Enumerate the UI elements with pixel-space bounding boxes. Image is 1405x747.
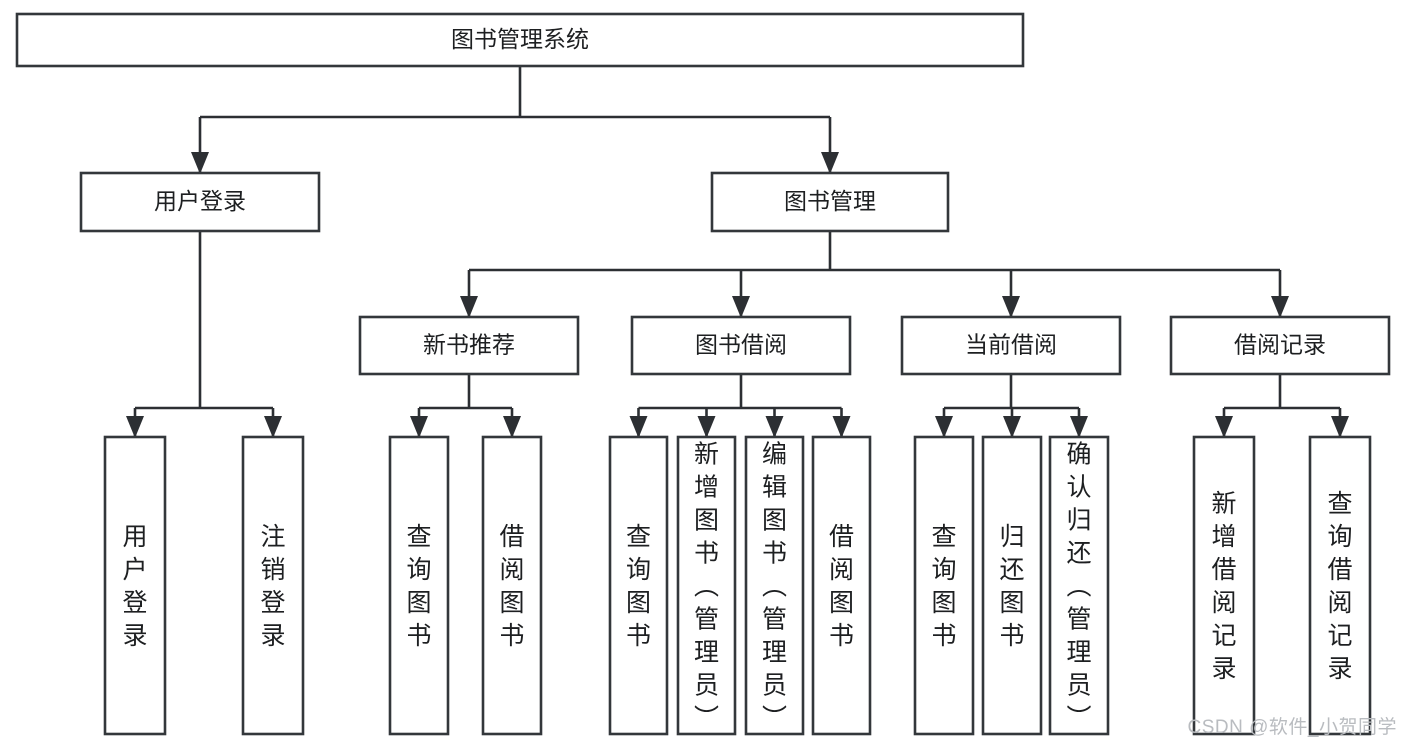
node-leaf-borrow-book-1-label: 借阅图书 — [499, 523, 524, 650]
node-leaf-query-borrow-record[interactable]: 查询借阅记录 — [1308, 435, 1372, 736]
node-book-borrow[interactable]: 图书借阅 — [630, 315, 852, 376]
node-leaf-query-book-3-label: 查询图书 — [931, 523, 956, 650]
node-leaf-add-book-admin-box[interactable] — [676, 435, 737, 736]
node-leaf-query-book-1-box[interactable] — [388, 435, 450, 736]
node-leaf-add-borrow-record[interactable]: 新增借阅记录 — [1192, 435, 1256, 736]
book-manage-to-level3-arrow-3 — [1271, 296, 1289, 318]
current-borrow-to-leaves-arrow-2 — [1070, 416, 1088, 438]
book-borrow-to-leaves-arrow-3 — [832, 416, 851, 438]
node-leaf-confirm-return-admin-label: 确认归还︵管理员︶ — [1066, 441, 1091, 733]
book-manage-to-level3-arrow-2 — [1002, 296, 1020, 318]
node-book-manage-label: 图书管理 — [784, 188, 876, 214]
node-current-borrow-box[interactable] — [900, 315, 1122, 376]
node-leaf-edit-book-admin[interactable]: 编辑图书︵管理员︶ — [744, 435, 805, 736]
node-current-borrow-label: 当前借阅 — [965, 332, 1057, 358]
node-leaf-add-borrow-record-box[interactable] — [1192, 435, 1256, 736]
node-leaf-query-book-2-box[interactable] — [608, 435, 669, 736]
node-leaf-add-borrow-record-label: 新增借阅记录 — [1211, 490, 1236, 683]
node-book-manage-box[interactable] — [710, 171, 950, 233]
node-leaf-user-logout[interactable]: 注销登录 — [241, 435, 305, 736]
node-book-manage[interactable]: 图书管理 — [710, 171, 950, 233]
node-leaf-confirm-return-admin[interactable]: 确认归还︵管理员︶ — [1048, 435, 1110, 736]
node-book-borrow-box[interactable] — [630, 315, 852, 376]
node-leaf-query-book-3-box[interactable] — [913, 435, 975, 736]
node-borrow-record-box[interactable] — [1169, 315, 1391, 376]
node-leaf-return-book-label: 归还图书 — [999, 523, 1024, 650]
node-leaf-user-login[interactable]: 用户登录 — [103, 435, 167, 736]
node-root-system-label: 图书管理系统 — [451, 26, 589, 52]
user-login-to-leaves-arrow-1 — [264, 416, 282, 438]
node-new-book-recommend-label: 新书推荐 — [423, 332, 515, 358]
book-manage-to-level3-arrow-1 — [732, 296, 750, 318]
borrow-record-to-leaves-arrow-0 — [1215, 416, 1233, 438]
node-leaf-query-book-1-label: 查询图书 — [406, 523, 431, 650]
current-borrow-to-leaves-arrow-0 — [935, 416, 953, 438]
node-leaf-query-book-2[interactable]: 查询图书 — [608, 435, 669, 736]
node-leaf-user-login-box[interactable] — [103, 435, 167, 736]
root-to-level2-arrow-0 — [191, 152, 209, 174]
node-leaf-add-book-admin[interactable]: 新增图书︵管理员︶ — [676, 435, 737, 736]
node-new-book-recommend[interactable]: 新书推荐 — [358, 315, 580, 376]
node-leaf-query-book-1[interactable]: 查询图书 — [388, 435, 450, 736]
node-leaf-return-book[interactable]: 归还图书 — [981, 435, 1043, 736]
current-borrow-to-leaves-arrow-1 — [1003, 416, 1021, 438]
node-leaf-borrow-book-2-box[interactable] — [811, 435, 872, 736]
node-current-borrow[interactable]: 当前借阅 — [900, 315, 1122, 376]
node-user-login[interactable]: 用户登录 — [79, 171, 321, 233]
book-borrow-to-leaves-arrow-0 — [629, 416, 648, 438]
node-leaf-borrow-book-2[interactable]: 借阅图书 — [811, 435, 872, 736]
node-leaf-edit-book-admin-box[interactable] — [744, 435, 805, 736]
node-leaf-add-book-admin-label: 新增图书︵管理员︶ — [694, 441, 719, 733]
node-leaf-user-logout-label: 注销登录 — [260, 523, 285, 650]
node-leaf-borrow-book-1-box[interactable] — [481, 435, 543, 736]
node-new-book-recommend-box[interactable] — [358, 315, 580, 376]
book-borrow-to-leaves-arrow-1 — [697, 416, 716, 438]
node-leaf-query-borrow-record-box[interactable] — [1308, 435, 1372, 736]
borrow-record-to-leaves-arrow-1 — [1331, 416, 1349, 438]
connector-layer — [126, 66, 1349, 438]
node-leaf-edit-book-admin-label: 编辑图书︵管理员︶ — [762, 441, 787, 733]
node-user-login-box[interactable] — [79, 171, 321, 233]
new-book-recommend-to-leaves-arrow-0 — [410, 416, 428, 438]
node-leaf-confirm-return-admin-box[interactable] — [1048, 435, 1110, 736]
node-leaf-user-login-label: 用户登录 — [122, 523, 147, 650]
node-leaf-query-book-3[interactable]: 查询图书 — [913, 435, 975, 736]
node-book-borrow-label: 图书借阅 — [695, 332, 787, 358]
book-borrow-to-leaves-arrow-2 — [765, 416, 784, 438]
node-borrow-record[interactable]: 借阅记录 — [1169, 315, 1391, 376]
node-leaf-user-logout-box[interactable] — [241, 435, 305, 736]
node-root-system[interactable]: 图书管理系统 — [15, 12, 1025, 68]
node-borrow-record-label: 借阅记录 — [1234, 332, 1326, 358]
node-root-system-box[interactable] — [15, 12, 1025, 68]
node-layer: 图书管理系统用户登录图书管理新书推荐图书借阅当前借阅借阅记录用户登录注销登录查询… — [15, 12, 1391, 736]
book-manage-to-level3-arrow-0 — [460, 296, 478, 318]
root-to-level2-arrow-1 — [821, 152, 839, 174]
node-leaf-query-borrow-record-label: 查询借阅记录 — [1327, 490, 1352, 683]
node-user-login-label: 用户登录 — [154, 188, 246, 214]
node-leaf-borrow-book-1[interactable]: 借阅图书 — [481, 435, 543, 736]
node-leaf-borrow-book-2-label: 借阅图书 — [829, 523, 854, 650]
node-leaf-return-book-box[interactable] — [981, 435, 1043, 736]
node-leaf-query-book-2-label: 查询图书 — [626, 523, 651, 650]
new-book-recommend-to-leaves-arrow-1 — [503, 416, 521, 438]
user-login-to-leaves-arrow-0 — [126, 416, 144, 438]
